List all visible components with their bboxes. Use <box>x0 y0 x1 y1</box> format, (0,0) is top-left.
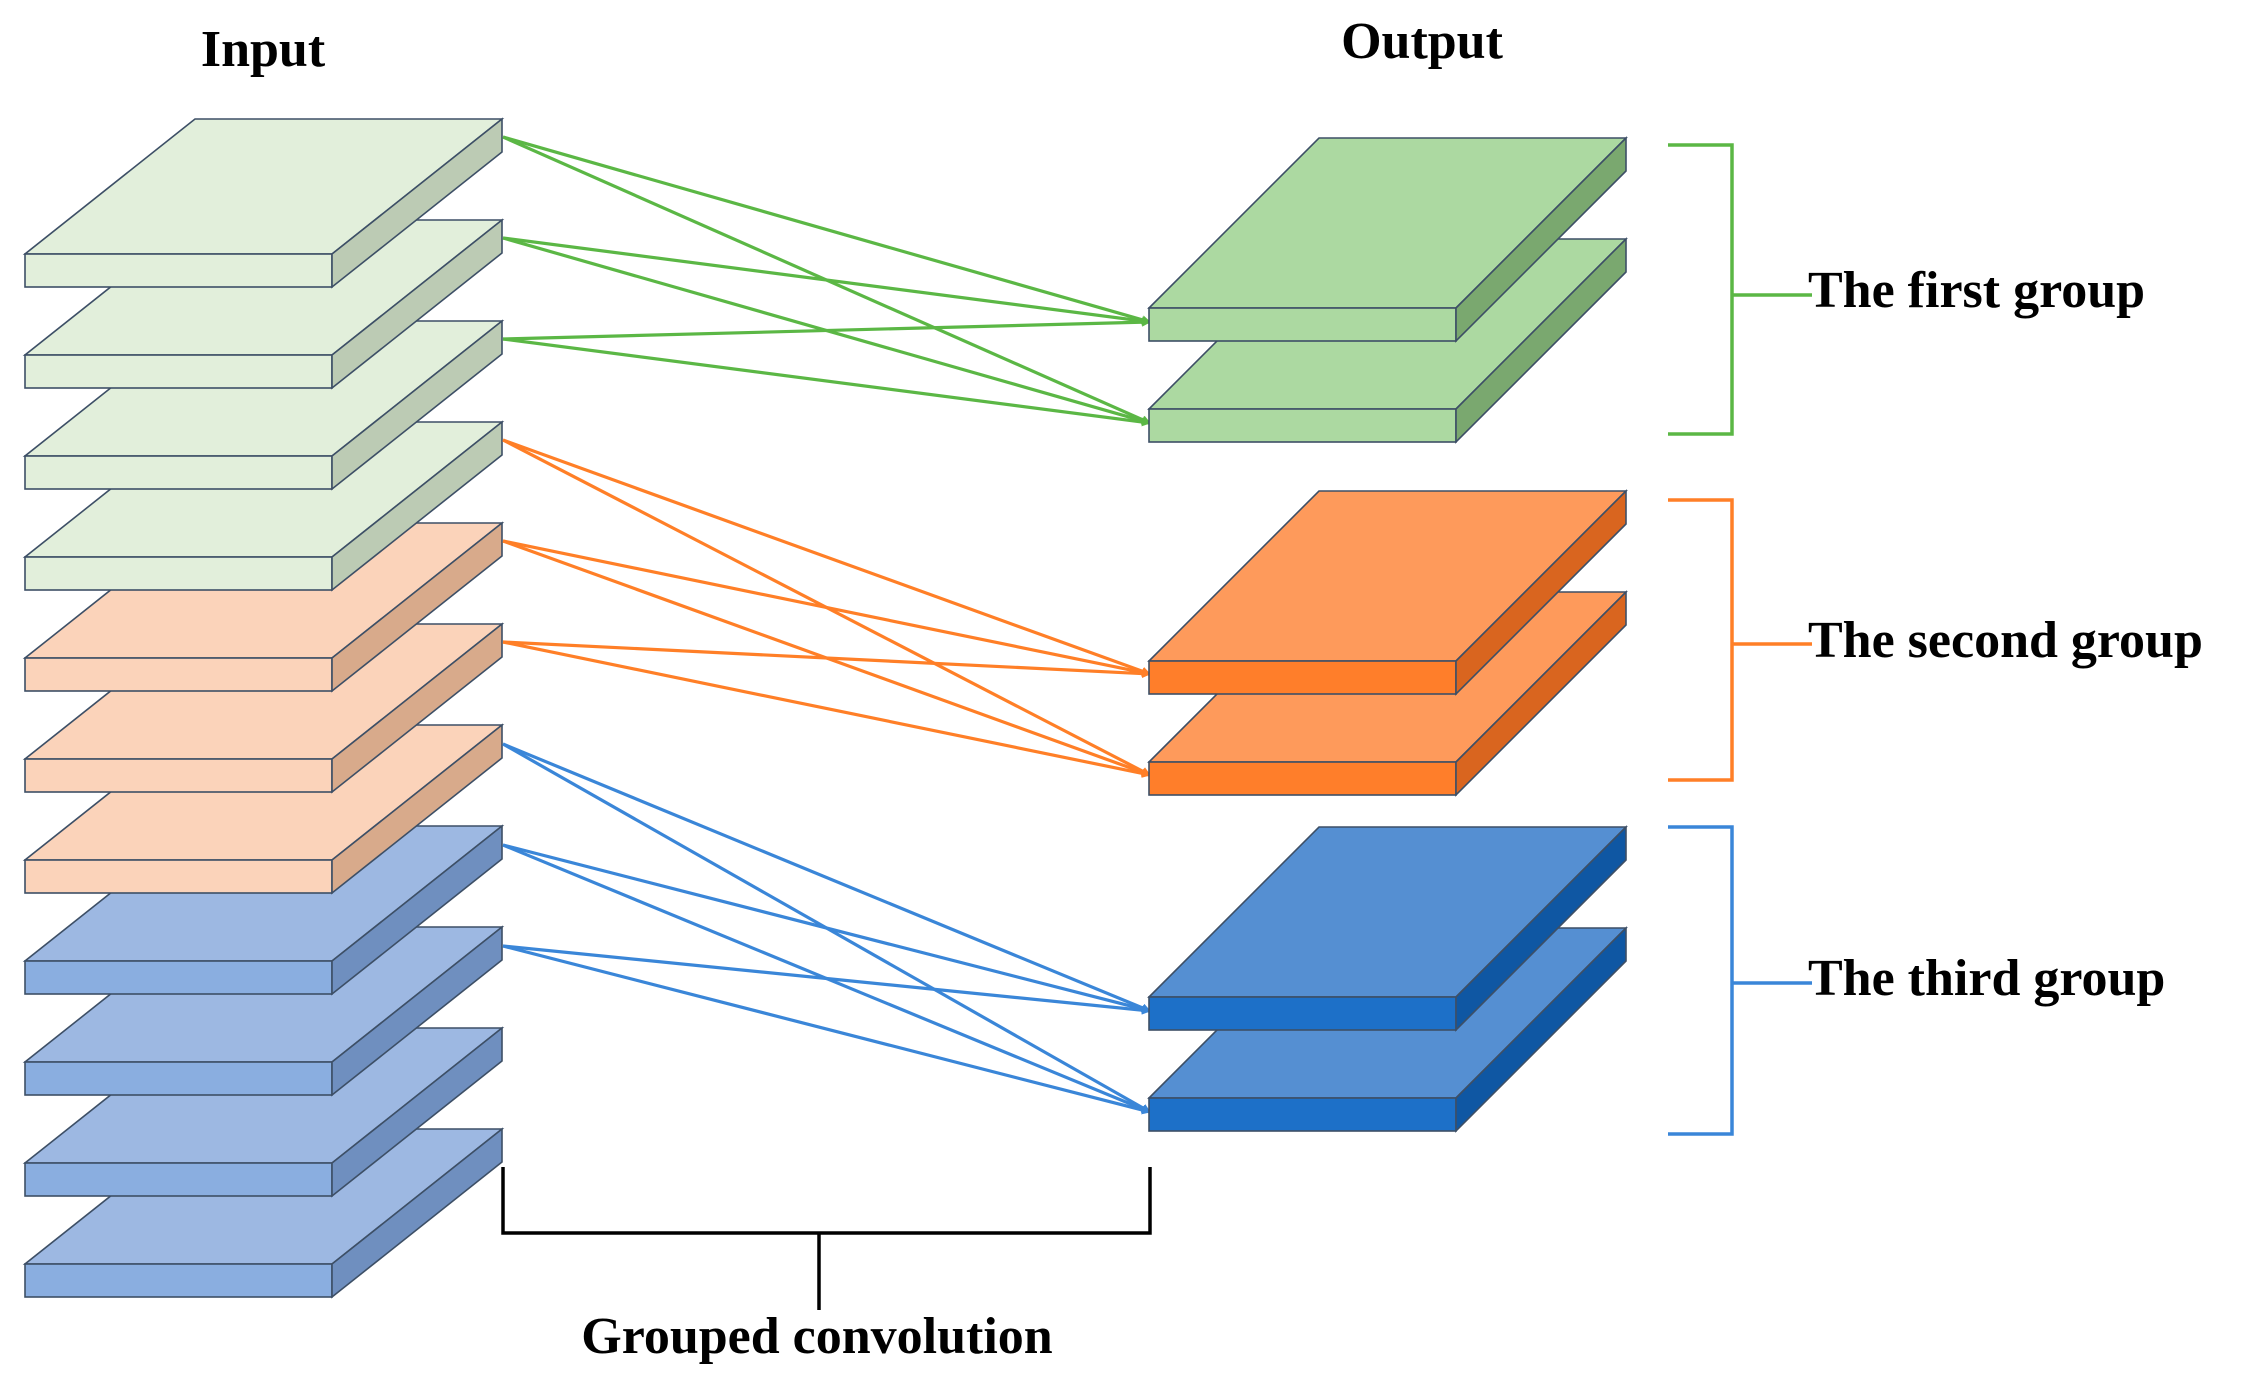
input-title: Input <box>201 21 326 78</box>
input-layer-stack <box>22 117 505 1299</box>
layer-side-face <box>331 1026 503 1198</box>
connection-line <box>502 944 1151 1115</box>
connection-line <box>502 640 1151 778</box>
connection-line <box>502 742 1151 1013</box>
group2-label: The second group <box>1808 612 2203 669</box>
layer-front-face <box>1148 408 1457 443</box>
layer-front-face <box>24 859 333 894</box>
layer-side-face <box>1455 825 1627 1032</box>
layer-front-face <box>24 960 333 995</box>
layer-front-face <box>1148 1097 1457 1132</box>
group-connections <box>502 135 1151 1115</box>
layer-front-face <box>1148 996 1457 1031</box>
connection-line <box>502 317 1151 341</box>
output-title: Output <box>1341 13 1504 70</box>
layer-side-face <box>331 1127 503 1299</box>
layer-front-face <box>24 354 333 389</box>
group3-bracket <box>1668 825 1812 1136</box>
output-layer <box>1147 489 1628 696</box>
connection-line <box>502 337 1151 427</box>
layer-side-face <box>331 218 503 390</box>
layer-front-face <box>24 1263 333 1298</box>
layer-front-face <box>24 758 333 793</box>
layer-front-face <box>1148 660 1457 695</box>
group1-label: The first group <box>1808 262 2145 319</box>
layer-side-face <box>1455 237 1627 444</box>
layer-side-face <box>1455 489 1627 696</box>
layer-side-face <box>1455 590 1627 797</box>
connection-line <box>502 944 1151 1015</box>
group-brackets <box>501 143 1812 1310</box>
layer-front-face <box>24 253 333 288</box>
layer-side-face <box>331 521 503 693</box>
group1-bracket <box>1668 143 1812 436</box>
layer-front-face <box>24 1061 333 1096</box>
layer-front-face <box>24 1162 333 1197</box>
layer-side-face <box>331 824 503 996</box>
layer-front-face <box>1148 307 1457 342</box>
layer-side-face <box>1455 926 1627 1133</box>
layer-side-face <box>331 622 503 794</box>
layer-front-face <box>24 455 333 490</box>
layer-front-face <box>24 657 333 692</box>
connection-line <box>502 438 1151 676</box>
grouped-convolution-bracket <box>501 1167 1152 1310</box>
connection-line <box>502 640 1151 679</box>
output-layer <box>1147 825 1628 1032</box>
group2-bracket <box>1668 498 1812 782</box>
input-layer <box>22 117 505 289</box>
layer-front-face <box>1148 761 1457 796</box>
group3-label: The third group <box>1808 950 2165 1007</box>
layer-side-face <box>1455 136 1627 343</box>
output-layer-stack <box>1147 136 1628 1133</box>
connection-line <box>502 236 1151 326</box>
layer-front-face <box>24 556 333 591</box>
layer-side-face <box>331 117 503 289</box>
grouped-convolution-label: Grouped convolution <box>581 1308 1053 1365</box>
layer-side-face <box>331 925 503 1097</box>
layer-side-face <box>331 319 503 491</box>
connection-line <box>502 539 1151 677</box>
layer-side-face <box>331 723 503 895</box>
connection-line <box>502 135 1151 325</box>
connection-line <box>502 843 1151 1014</box>
layer-side-face <box>331 420 503 592</box>
output-layer <box>1147 136 1628 343</box>
